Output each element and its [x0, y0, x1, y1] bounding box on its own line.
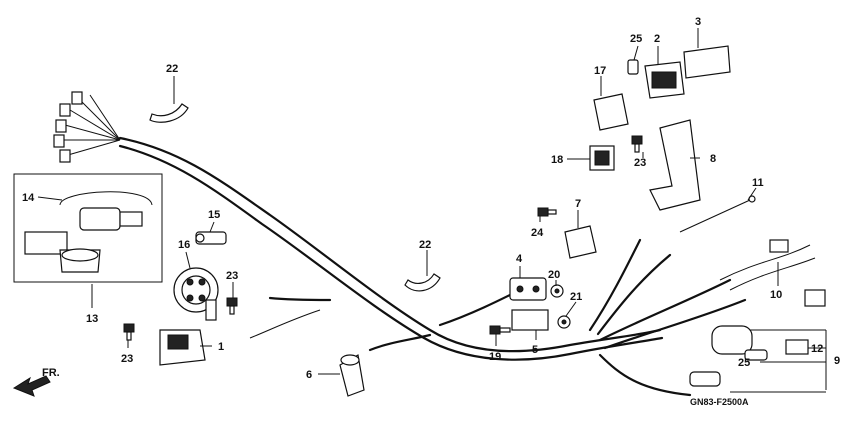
pin-25-bottom [744, 349, 768, 361]
callout-23-middle: 23 [226, 270, 238, 282]
callout-24: 24 [531, 227, 544, 239]
spark-plug-cap-6 [339, 354, 365, 397]
nut-20 [550, 284, 564, 298]
callout-17: 17 [594, 65, 606, 77]
callout-5: 5 [532, 344, 538, 356]
ignition-coil [711, 325, 753, 355]
callout-25-top: 25 [630, 33, 642, 45]
key-15 [195, 231, 227, 245]
callout-4: 4 [516, 253, 523, 265]
connector-2 [644, 61, 685, 99]
callout-23-left: 23 [121, 353, 133, 365]
callout-6: 6 [306, 369, 312, 381]
callout-labels: 1 2 3 4 5 6 7 8 9 10 11 12 13 14 15 16 1… [22, 16, 840, 381]
callout-2: 2 [654, 33, 660, 45]
callout-23-right: 23 [634, 157, 646, 169]
connector-12 [785, 339, 809, 355]
relay-18 [589, 145, 615, 171]
callout-3: 3 [695, 16, 701, 28]
callout-9: 9 [834, 355, 840, 367]
clamp-22-left [149, 103, 189, 123]
bolt-24 [537, 207, 557, 217]
callout-1: 1 [218, 341, 224, 353]
leader-lines [37, 28, 827, 393]
horn-16 [173, 267, 219, 321]
ignition-switch-inset [13, 173, 163, 283]
clamp-22-right [404, 273, 441, 292]
fuse-box-3 [683, 45, 731, 79]
bolt-23-left [123, 323, 135, 341]
cdi-unit-7 [564, 225, 597, 259]
callout-7: 7 [575, 198, 581, 210]
sub-harness-10 [719, 239, 826, 307]
callout-25-bottom: 25 [738, 357, 750, 369]
callout-12: 12 [811, 343, 823, 355]
callout-16: 16 [178, 239, 190, 251]
callout-14: 14 [22, 192, 35, 204]
callout-18: 18 [551, 154, 563, 166]
bracket-1 [159, 329, 206, 366]
bolt-19 [489, 325, 511, 335]
nut-21 [557, 315, 571, 329]
callout-15: 15 [208, 209, 220, 221]
direction-label: FR. [42, 367, 60, 379]
front-direction-arrow: FR. [12, 367, 60, 397]
callout-10: 10 [770, 289, 782, 301]
connector-9 [689, 371, 721, 387]
drawing-code: GN83-F2500A [690, 397, 749, 407]
callout-20: 20 [548, 269, 560, 281]
callout-8: 8 [710, 153, 716, 165]
callout-13: 13 [86, 313, 98, 325]
bolt-23-right [631, 135, 643, 153]
bolt-23-middle [226, 297, 238, 315]
main-wire-harness [118, 136, 747, 397]
pin-25-top [627, 59, 639, 75]
callout-19: 19 [489, 351, 501, 363]
callout-11: 11 [752, 177, 764, 189]
callout-22-right: 22 [419, 239, 431, 251]
switch-4 [509, 277, 547, 301]
regulator-17 [593, 93, 629, 131]
left-connector-bundle [53, 91, 121, 163]
switch-5 [511, 309, 549, 331]
callout-21: 21 [570, 291, 582, 303]
callout-22-left: 22 [166, 63, 178, 75]
bracket-8 [649, 119, 701, 211]
